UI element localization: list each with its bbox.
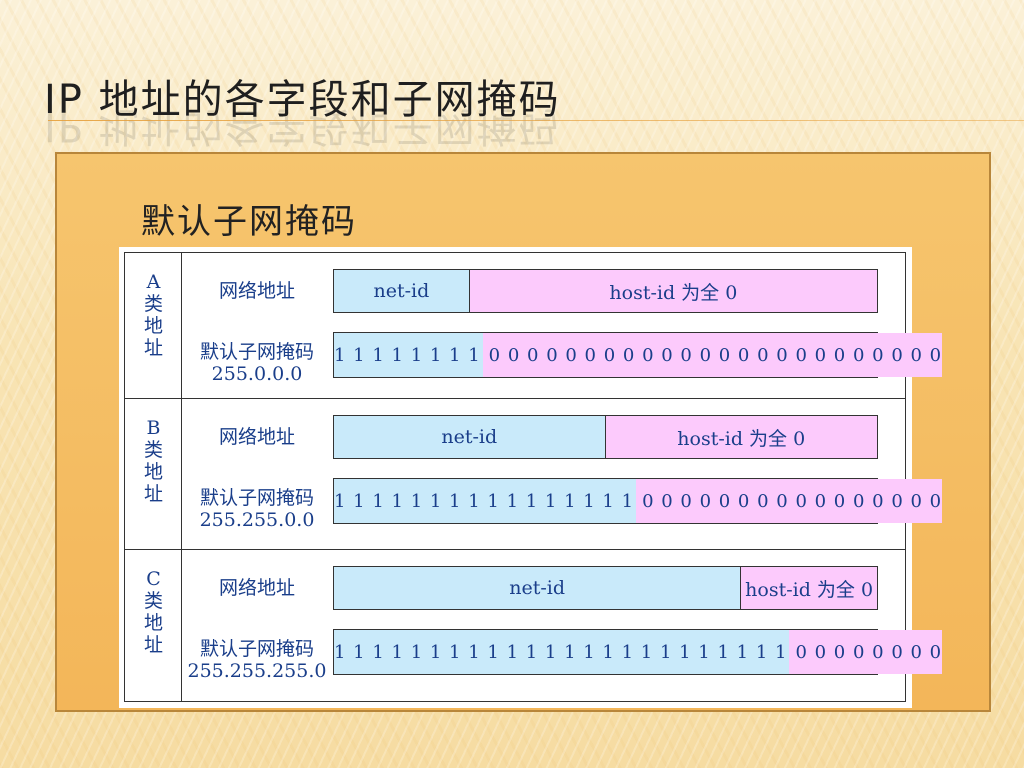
class-a-section: A 类 地 址 网络地址 默认子网掩码 255.0.0.0 net-id hos… [124,252,943,399]
mask-label-text: 默认子网掩码 [199,487,314,509]
mask-zeros-segment: 0 0 0 0 0 0 0 0 [789,630,943,674]
network-address-label: 网络地址 [218,280,295,302]
address-bar: net-id host-id 为全 0 [333,269,878,313]
subnet-mask-diagram: A 类 地 址 网络地址 默认子网掩码 255.0.0.0 net-id hos… [119,247,943,708]
title-underline [48,120,1024,121]
class-label: A 类 地 址 [125,271,182,359]
class-char: 地 [143,461,163,483]
class-c-section: C 类 地 址 网络地址 默认子网掩码 255.255.255.0 net-id… [124,550,943,702]
default-mask-label: 默认子网掩码 255.255.0.0 [182,487,332,531]
class-char: 地 [143,315,163,337]
host-id-segment: host-id 为全 0 [469,270,877,312]
mask-zeros-segment: 0 0 0 0 0 0 0 0 0 0 0 0 0 0 0 0 [636,479,943,523]
default-mask-label: 默认子网掩码 255.255.255.0 [182,638,332,682]
network-address-label: 网络地址 [218,426,295,448]
class-letter: A [146,271,161,293]
net-id-segment: net-id [334,270,470,312]
class-label-column: A 类 地 址 [125,253,182,398]
class-char: 类 [143,439,163,461]
class-b-section: B 类 地 址 网络地址 默认子网掩码 255.255.0.0 net-id h… [124,399,943,550]
mask-dotted-value: 255.0.0.0 [211,363,303,385]
net-id-segment: net-id [334,416,606,458]
mask-label-text: 默认子网掩码 [199,638,314,660]
class-char: 址 [143,337,163,359]
slide-title: IP 地址的各字段和子网掩码 [44,77,561,123]
network-address-label: 网络地址 [218,577,295,599]
net-id-segment: net-id [334,567,742,609]
mask-ones-segment: 1 1 1 1 1 1 1 1 [334,333,483,377]
mask-ones-segment: 1 1 1 1 1 1 1 1 1 1 1 1 1 1 1 1 1 1 1 1 … [334,630,790,674]
class-letter: B [146,417,161,439]
class-label-column: B 类 地 址 [125,399,182,549]
class-char: 类 [143,590,163,612]
class-label-column: C 类 地 址 [125,550,182,701]
host-id-segment: host-id 为全 0 [741,567,877,609]
mask-bar: 1 1 1 1 1 1 1 1 1 1 1 1 1 1 1 1 1 1 1 1 … [333,629,943,675]
mask-bar: 1 1 1 1 1 1 1 1 0 0 0 0 0 0 0 0 0 0 0 0 … [333,332,943,378]
class-label: C 类 地 址 [125,568,182,656]
default-mask-label: 默认子网掩码 255.0.0.0 [182,341,332,385]
class-char: 地 [143,612,163,634]
host-id-segment: host-id 为全 0 [605,416,877,458]
address-bar: net-id host-id 为全 0 [333,566,878,610]
class-char: 址 [143,634,163,656]
mask-dotted-value: 255.255.0.0 [199,509,315,531]
class-label: B 类 地 址 [125,417,182,505]
class-letter: C [146,568,161,590]
class-char: 类 [143,293,163,315]
mask-label-text: 默认子网掩码 [199,341,314,363]
address-bar: net-id host-id 为全 0 [333,415,878,459]
mask-dotted-value: 255.255.255.0 [187,660,327,682]
slide-title-group: IP 地址的各字段和子网掩码 IP 地址的各字段和子网掩码 [44,76,561,149]
mask-bar: 1 1 1 1 1 1 1 1 1 1 1 1 1 1 1 1 0 0 0 0 … [333,478,943,524]
slide-title-reflection: IP 地址的各字段和子网掩码 [44,103,561,149]
mask-zeros-segment: 0 0 0 0 0 0 0 0 0 0 0 0 0 0 0 0 0 0 0 0 … [482,333,943,377]
slide-subtitle: 默认子网掩码 [141,202,357,242]
class-char: 址 [143,483,163,505]
mask-ones-segment: 1 1 1 1 1 1 1 1 1 1 1 1 1 1 1 1 [334,479,637,523]
